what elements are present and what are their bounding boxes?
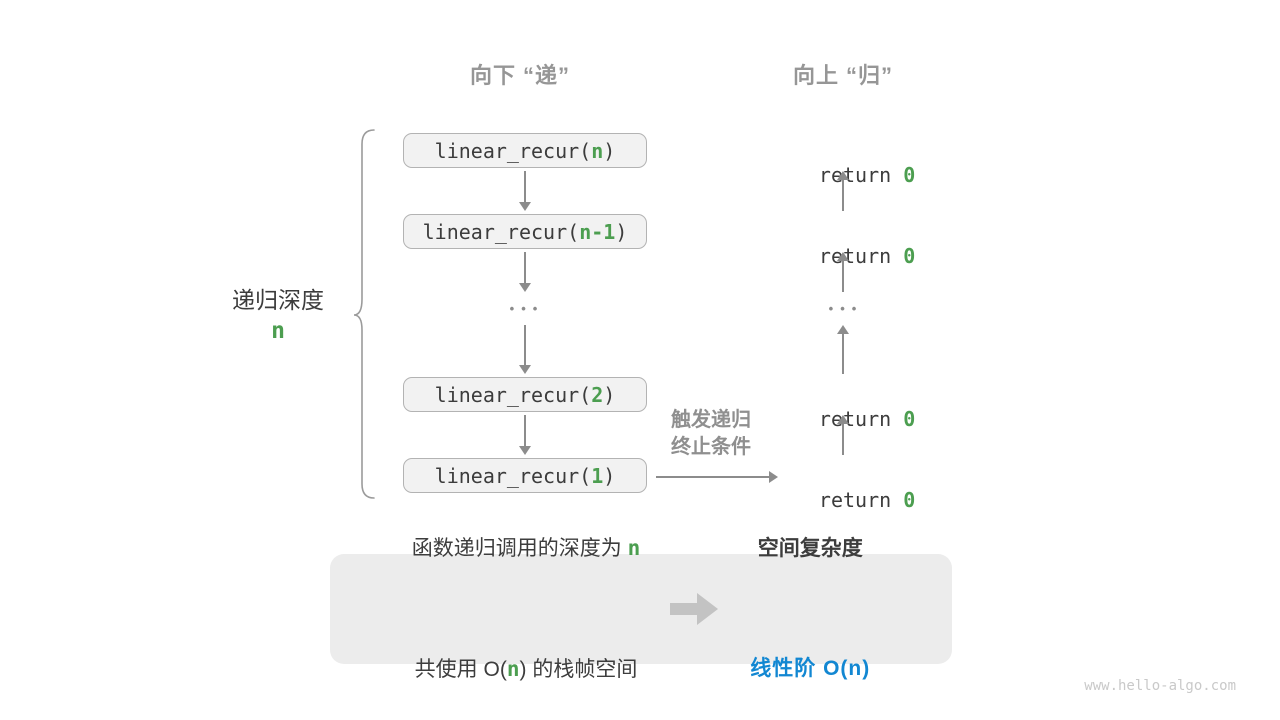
result-value: 线性阶 O(n) [750, 657, 871, 680]
call-text: ) [603, 138, 616, 163]
summary-space-value: n [506, 657, 520, 681]
summary-line1: 函数递归调用的深度为 n [412, 528, 641, 569]
return-value: 0 [903, 407, 916, 431]
trigger-line2: 终止条件 [671, 436, 751, 458]
summary-description: 函数递归调用的深度为 n 共使用 O(n) 的栈帧空间 [412, 448, 641, 720]
arrow-down-icon [518, 415, 532, 455]
call-text: linear_recur( [434, 382, 592, 407]
return-text: return [818, 488, 904, 512]
arrow-down-icon [518, 171, 532, 211]
summary-text: 函数递归调用的深度为 [411, 537, 628, 560]
call-arg: 1 [591, 463, 604, 488]
curly-brace-icon [353, 129, 375, 499]
summary-panel: 函数递归调用的深度为 n 共使用 O(n) 的栈帧空间 空间复杂度 线性阶 O(… [330, 536, 952, 681]
summary-text: ) 的栈帧空间 [519, 658, 638, 681]
arrow-down-icon [518, 252, 532, 292]
header-ascend: 向上 “归” [792, 63, 894, 88]
trigger-line1: 触发递归 [671, 409, 751, 431]
summary-line2: 共使用 O(n) 的栈帧空间 [412, 649, 641, 690]
call-arg: 2 [591, 382, 604, 407]
return-statement: return 0 [763, 464, 923, 512]
return-text: return [818, 244, 904, 268]
return-statement: return 0 [763, 220, 923, 268]
call-frame-box: linear_recur(n) [403, 133, 647, 168]
call-frame-box: linear_recur(1) [403, 458, 647, 493]
call-text: ) [603, 463, 616, 488]
call-text: ) [615, 219, 628, 244]
ellipsis: ••• [828, 301, 864, 316]
arrow-up-icon [836, 252, 850, 292]
return-text: return [818, 407, 904, 431]
summary-result: 空间复杂度 线性阶 O(n) [750, 449, 870, 720]
arrow-up-icon [836, 171, 850, 211]
return-value: 0 [903, 244, 916, 268]
return-text: return [818, 163, 904, 187]
call-text: linear_recur( [434, 463, 592, 488]
depth-value: n [271, 318, 285, 344]
return-value: 0 [903, 488, 916, 512]
arrow-right-icon [656, 471, 778, 483]
return-value: 0 [903, 163, 916, 187]
summary-text: 共使用 O( [414, 658, 507, 681]
ellipsis: ••• [509, 301, 545, 316]
call-text: ) [603, 382, 616, 407]
call-arg: n-1 [579, 219, 616, 244]
call-frame-box: linear_recur(2) [403, 377, 647, 412]
return-statement: return 0 [763, 139, 923, 187]
depth-label: 递归深度 [232, 287, 324, 313]
summary-depth-value: n [627, 536, 641, 560]
arrow-up-icon [836, 415, 850, 455]
header-descend: 向下 “递” [469, 63, 571, 88]
arrow-up-icon [836, 325, 850, 374]
block-arrow-right-icon [670, 593, 719, 625]
call-text: linear_recur( [422, 219, 580, 244]
watermark: www.hello-algo.com [1084, 678, 1236, 694]
result-title: 空间复杂度 [757, 537, 863, 560]
trigger-note: 触发递归 终止条件 [649, 407, 773, 461]
call-frame-box: linear_recur(n-1) [403, 214, 647, 249]
return-statement: return 0 [763, 383, 923, 431]
call-text: linear_recur( [434, 138, 592, 163]
arrow-down-icon [518, 325, 532, 374]
call-arg: n [591, 138, 604, 163]
